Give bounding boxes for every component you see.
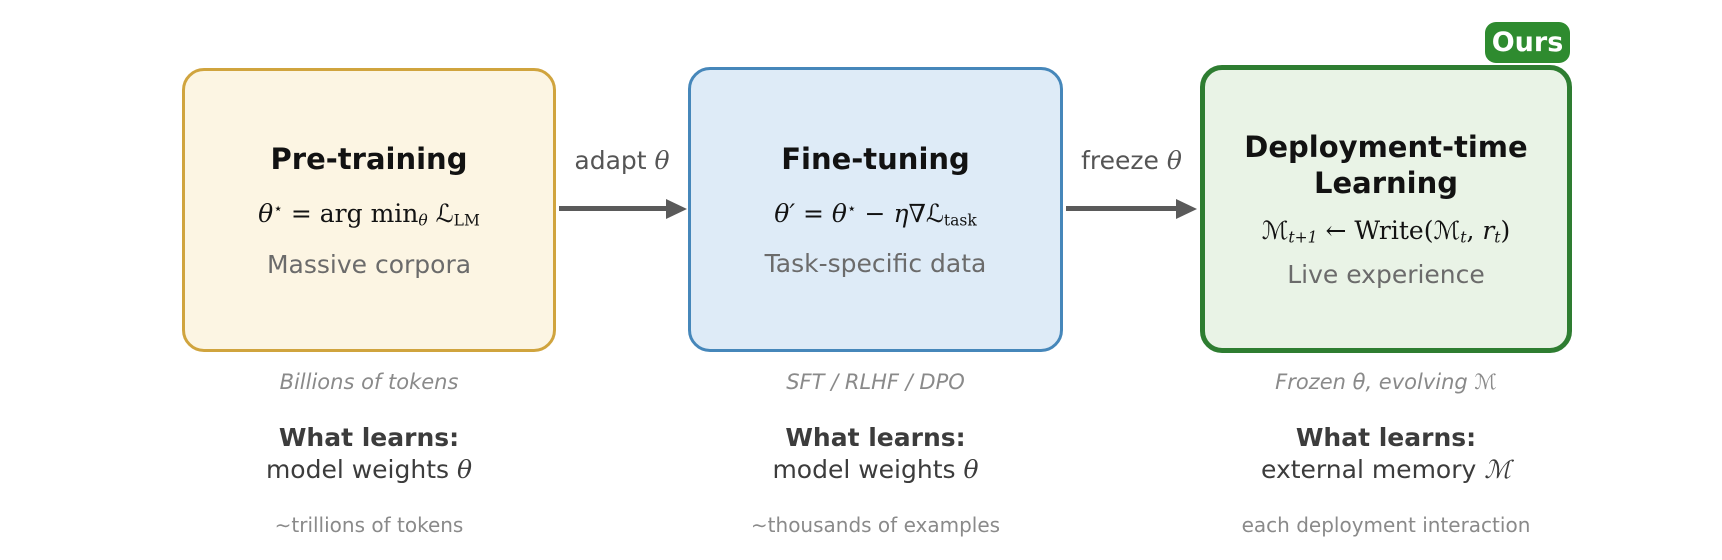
stage-box-finetuning: Fine-tuning θ′ = θ⋆ − η∇ℒtask Task-speci… (688, 67, 1063, 352)
scale-note: each deployment interaction (1241, 513, 1531, 537)
stage-subtitle: Massive corpora (266, 249, 472, 279)
stage-formula: θ⋆ = arg minθ ℒLM (258, 199, 480, 230)
what-learns-math: θ (457, 455, 473, 484)
stage-title: Deployment-time Learning (1244, 130, 1528, 201)
arrow-label-text: adapt (574, 146, 647, 175)
stage-note: Frozen θ, evolving ℳ (1275, 370, 1497, 394)
ours-badge: Ours (1485, 22, 1570, 63)
scale-note: ∼thousands of examples (750, 513, 1001, 537)
what-learns-label: What learns: (785, 423, 966, 452)
freeze-arrow (1066, 206, 1176, 211)
pretraining-annotations: Billions of tokens What learns: model we… (182, 368, 556, 538)
what-learns-label: What learns: (1295, 423, 1477, 452)
freeze-arrow-label: freeze θ (1063, 146, 1200, 175)
what-learns-text: external memory (1261, 455, 1477, 484)
stage-box-pretraining: Pre-training θ⋆ = arg minθ ℒLM Massive c… (182, 68, 556, 352)
stage-box-deployment: Deployment-time Learning ℳt+1 ← Write(ℳt… (1200, 65, 1572, 353)
finetuning-annotations: SFT / RLHF / DPO What learns: model weig… (688, 368, 1063, 538)
scale-note: ∼trillions of tokens (274, 513, 464, 537)
stage-note: Billions of tokens (279, 370, 459, 394)
stage-formula: ℳt+1 ← Write(ℳt, rt) (1261, 215, 1511, 246)
stage-subtitle: Task-specific data (764, 249, 987, 279)
stage-title: Fine-tuning (781, 141, 970, 176)
stage-title: Pre-training (270, 142, 468, 177)
what-learns-text: model weights (265, 455, 450, 484)
what-learns-text: model weights (772, 455, 956, 484)
arrow-label-math: θ (1166, 146, 1182, 175)
what-learns-value: model weights θ (688, 454, 1063, 486)
what-learns-value: external memory ℳ (1200, 454, 1572, 486)
stage-subtitle: Live experience (1287, 259, 1485, 289)
what-learns-value: model weights θ (182, 454, 556, 486)
stage-note: SFT / RLHF / DPO (786, 370, 965, 394)
what-learns-math: θ (963, 455, 979, 484)
arrow-label-math: θ (654, 146, 670, 175)
what-learns-math: ℳ (1484, 455, 1511, 484)
adapt-arrow-label: adapt θ (556, 146, 688, 175)
deployment-annotations: Frozen θ, evolving ℳ What learns: extern… (1200, 368, 1572, 538)
what-learns-label: What learns: (278, 423, 460, 452)
arrow-label-text: freeze (1081, 146, 1159, 175)
stage-formula: θ′ = θ⋆ − η∇ℒtask (774, 198, 977, 230)
adapt-arrow (559, 206, 666, 211)
